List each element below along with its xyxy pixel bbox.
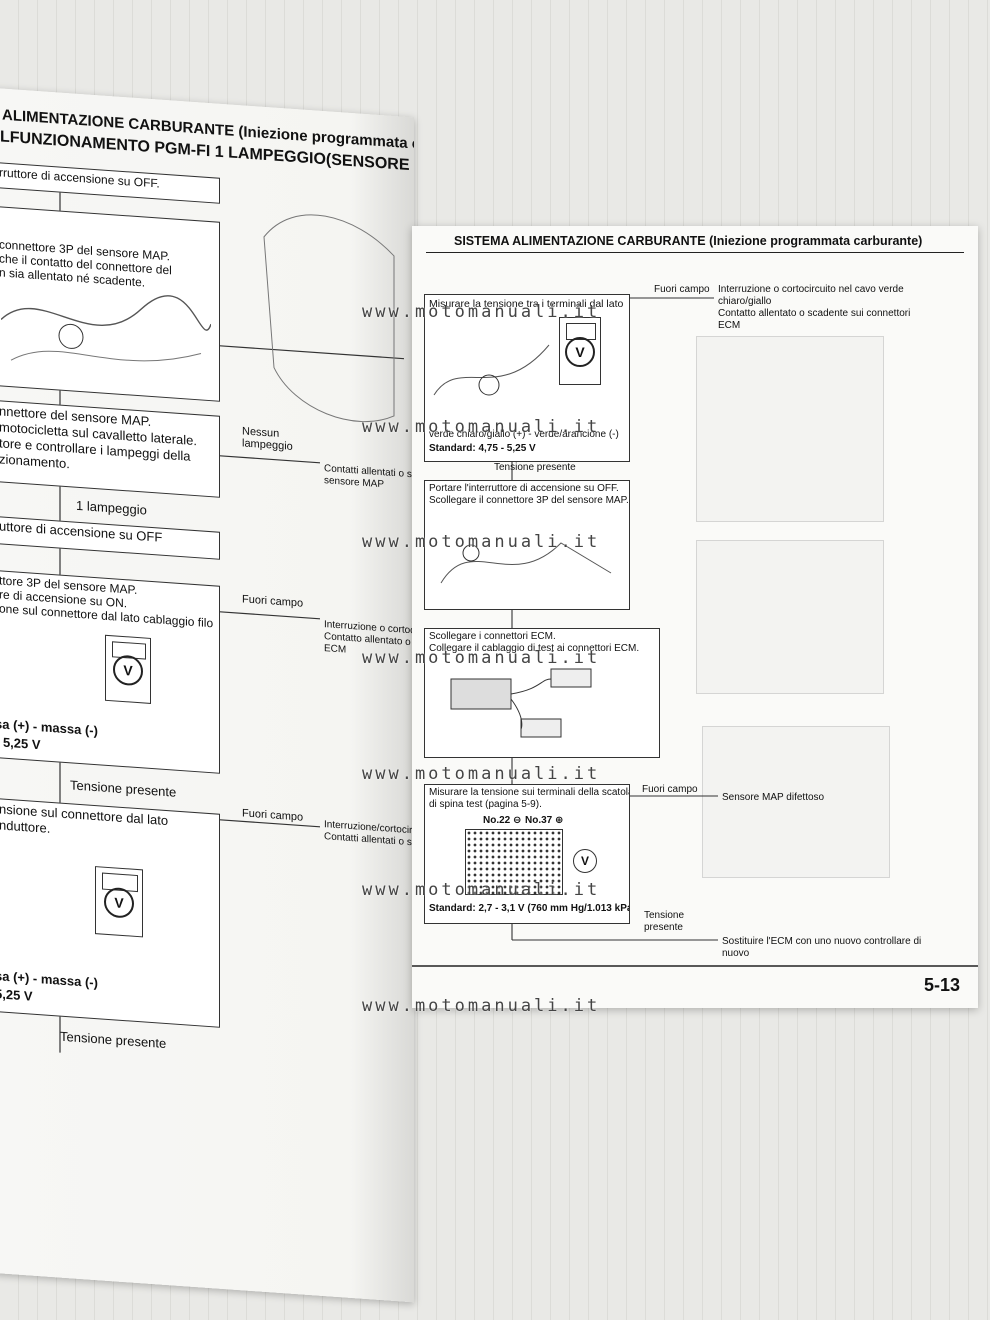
box-text: Scollegare i connettori ECM. Collegare i… [429, 631, 640, 654]
left-page: ALIMENTAZIONE CARBURANTE (Iniezione prog… [0, 88, 414, 1303]
volt-symbol: V [580, 854, 589, 868]
one-blink-label: 1 lampeggio [76, 497, 147, 518]
illustration [440, 542, 612, 584]
multimeter: V [105, 634, 151, 704]
watermark: www.motomanuali.it [362, 302, 601, 322]
faded-box [696, 336, 884, 522]
out-of-range-label: Fuori campo [654, 284, 710, 295]
box-text: nsione sul connettore dal lato nduttore. [0, 801, 169, 836]
left-step-box: nsione sul connettore dal lato nduttore.… [0, 798, 220, 1028]
interruption-result: Interruzione/cortocircuito Contatti alle… [324, 819, 414, 851]
volt-symbol: V [565, 337, 595, 368]
multimeter: V [95, 866, 143, 938]
voltage-present-label: Tensione presente [644, 910, 685, 933]
watermark: www.motomanuali.it [362, 764, 601, 784]
left-step-box: nnettore del sensore MAP. motocicletta s… [0, 400, 220, 498]
faded-box [696, 540, 884, 694]
box-text: Misurare la tensione sui terminali della… [429, 787, 629, 810]
multimeter: V [559, 317, 601, 385]
left-step-box: ttore 3P del sensore MAP. re di accensio… [0, 570, 220, 774]
box-text: Portare l'interruttore di accensione su … [429, 483, 629, 506]
voltage-range: - 5,25 V [0, 734, 41, 753]
test-box-grid [465, 829, 563, 895]
header-rule [426, 252, 964, 253]
interruption-result: Interruzione o cortocircuito nel cavo ve… [718, 284, 911, 331]
box-text: Misurare la tensione tra i terminali dal… [429, 298, 624, 310]
left-step-box: rruttore di accensione su OFF. [0, 162, 220, 204]
replace-ecm-result: Sostituire l'ECM con uno nuovo controlla… [722, 936, 922, 959]
volt-symbol: V [104, 887, 134, 920]
left-step-box: connettore 3P del sensore MAP. che il co… [0, 206, 220, 402]
no-blink-label: Nessun lampeggio [242, 425, 293, 453]
illustration [433, 344, 550, 396]
terminal-22: No.22 ⊖ [483, 815, 522, 826]
map-sensor-result: Sensore MAP difettoso [722, 792, 825, 803]
out-of-range-label: Fuori campo [642, 784, 698, 795]
right-step-box: Misurare la tensione tra i terminali dal… [424, 294, 630, 462]
contacts-result: Contatti allentati o scadenti sensore MA… [324, 463, 414, 491]
right-step-box: Portare l'interruttore di accensione su … [424, 480, 630, 610]
out-of-range-label: Fuori campo [242, 807, 304, 824]
voltmeter: V [573, 849, 597, 873]
watermark: www.motomanuali.it [362, 996, 601, 1016]
out-of-range-label: Fuori campo [242, 593, 304, 610]
voltage-present-label: Tensione presente [70, 777, 177, 800]
left-step-box: uttore di accensione su OFF [0, 516, 220, 560]
standard-value: Standard: 4,75 - 5,25 V [429, 443, 536, 454]
watermark: www.motomanuali.it [362, 648, 601, 668]
faded-box [702, 726, 890, 878]
right-header: SISTEMA ALIMENTAZIONE CARBURANTE (Iniezi… [454, 234, 923, 248]
terminal-37: No.37 ⊕ [525, 815, 564, 826]
voltage-present-label: Tensione presente [60, 1028, 167, 1052]
standard-value: Standard: 2,7 - 3,1 V (760 mm Hg/1.013 k… [429, 903, 630, 914]
right-step-box: Scollegare i connettori ECM. Collegare i… [424, 628, 660, 758]
voltage-range: 5,25 V [0, 986, 33, 1004]
page-number: 5-13 [923, 975, 960, 995]
watermark: www.motomanuali.it [362, 880, 601, 900]
illustration [1, 295, 211, 362]
right-step-box: Misurare la tensione sui terminali della… [424, 784, 630, 924]
box-text: ttore 3P del sensore MAP. re di accensio… [0, 573, 214, 631]
right-page: SISTEMA ALIMENTAZIONE CARBURANTE (Iniezi… [412, 226, 978, 1008]
watermark: www.motomanuali.it [362, 532, 601, 552]
volt-symbol: V [113, 654, 143, 687]
ecm-test-harness-illustration [450, 668, 592, 738]
watermark: www.motomanuali.it [362, 417, 601, 437]
voltage-present-label: Tensione presente [494, 462, 576, 473]
wire-colors: verde chiaro/giallo (+) - verde/arancion… [429, 429, 619, 440]
